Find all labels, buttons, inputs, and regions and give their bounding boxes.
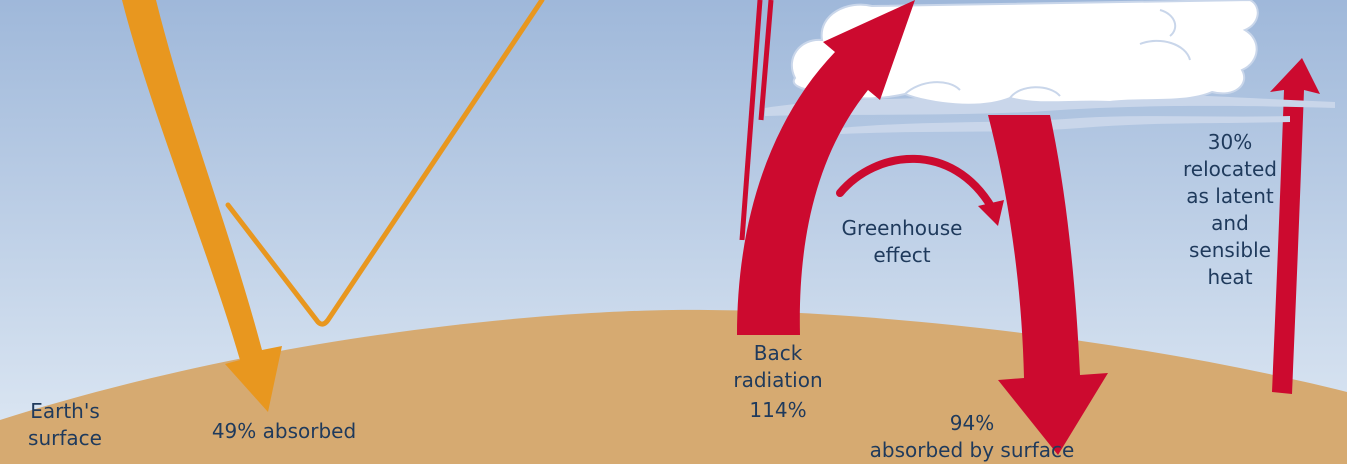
cloud-base-streak xyxy=(765,92,1335,116)
earth-surface-line: surface xyxy=(28,426,102,450)
relocated-line: sensible xyxy=(1189,238,1271,262)
relocated-line: heat xyxy=(1207,265,1253,289)
cloud-icon xyxy=(765,0,1335,134)
greenhouse-effect-label: Greenhouse effect xyxy=(828,215,976,269)
thin-radiation-ray-icon xyxy=(739,0,763,241)
absorbed-by-surface-percent: 94% xyxy=(949,411,995,435)
thin-radiation-ray-icon xyxy=(758,0,774,121)
relocated-heat-label: 30% relocated as latent and sensible hea… xyxy=(1170,129,1290,291)
relocated-line: relocated xyxy=(1183,157,1277,181)
back-radiation-label: Back radiation 114% xyxy=(716,340,840,424)
back-radiation-percent: 114% xyxy=(749,398,807,422)
reflected-ray-icon xyxy=(225,0,545,327)
relocated-line: 30% xyxy=(1207,130,1253,154)
back-radiation-line: Back xyxy=(753,341,803,365)
back-radiation-arrow-icon xyxy=(737,0,915,335)
earth-surface-line: Earth's xyxy=(30,399,100,423)
greenhouse-effect-line: Greenhouse xyxy=(841,216,963,240)
cloud-body xyxy=(790,0,1259,106)
relocated-line: as latent xyxy=(1186,184,1274,208)
greenhouse-loop-arrow-icon xyxy=(836,154,996,212)
absorbed-49-label: 49% absorbed xyxy=(200,418,368,445)
solar-absorbed-arrow-icon xyxy=(122,0,282,412)
cloud-contour xyxy=(904,9,1191,99)
relocated-line: and xyxy=(1211,211,1249,235)
earth-surface-ground xyxy=(0,309,1347,464)
earth-surface-label: Earth's surface xyxy=(20,398,110,452)
greenhouse-effect-line: effect xyxy=(873,243,931,267)
back-radiation-line: radiation xyxy=(733,368,823,392)
greenhouse-loop-arrowhead xyxy=(978,200,1004,226)
absorbed-49-text: 49% absorbed xyxy=(211,419,357,443)
cloud-base-streak xyxy=(840,116,1290,134)
latent-heat-arrow-icon xyxy=(1270,58,1320,394)
downward-radiation-arrow-icon xyxy=(988,115,1108,455)
absorbed-by-surface-label: 94% absorbed by surface xyxy=(858,410,1086,464)
absorbed-by-surface-text: absorbed by surface xyxy=(869,438,1075,462)
